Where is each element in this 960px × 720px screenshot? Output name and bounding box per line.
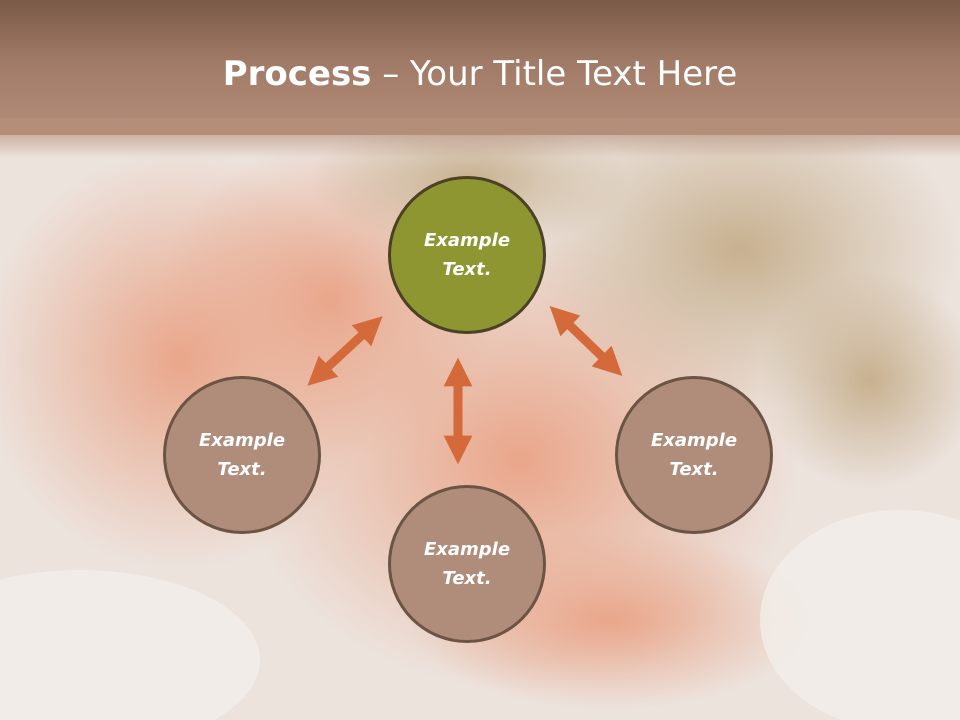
node-left-line1: Example (198, 430, 286, 451)
process-node-center[interactable]: Example Text. (388, 176, 546, 334)
title-bold: Process (222, 54, 372, 94)
node-left-line2: Text. (217, 459, 267, 480)
node-center-line2: Text. (442, 259, 492, 280)
arrow-center-left (307, 316, 383, 386)
node-center-line1: Example (423, 230, 511, 251)
arrow-center-right (549, 306, 623, 376)
process-node-bottom[interactable]: Example Text. (388, 485, 546, 643)
node-bottom-line2: Text. (442, 568, 492, 589)
process-node-right[interactable]: Example Text. (615, 376, 773, 534)
node-bottom-line1: Example (423, 539, 511, 560)
title-rest: – Your Title Text Here (371, 54, 738, 94)
process-node-left[interactable]: Example Text. (163, 376, 321, 534)
slide-title[interactable]: Process – Your Title Text Here (0, 52, 960, 96)
title-bar-fade (0, 118, 960, 158)
node-right-line1: Example (650, 430, 738, 451)
node-right-line2: Text. (669, 459, 719, 480)
title-bar (0, 0, 960, 135)
